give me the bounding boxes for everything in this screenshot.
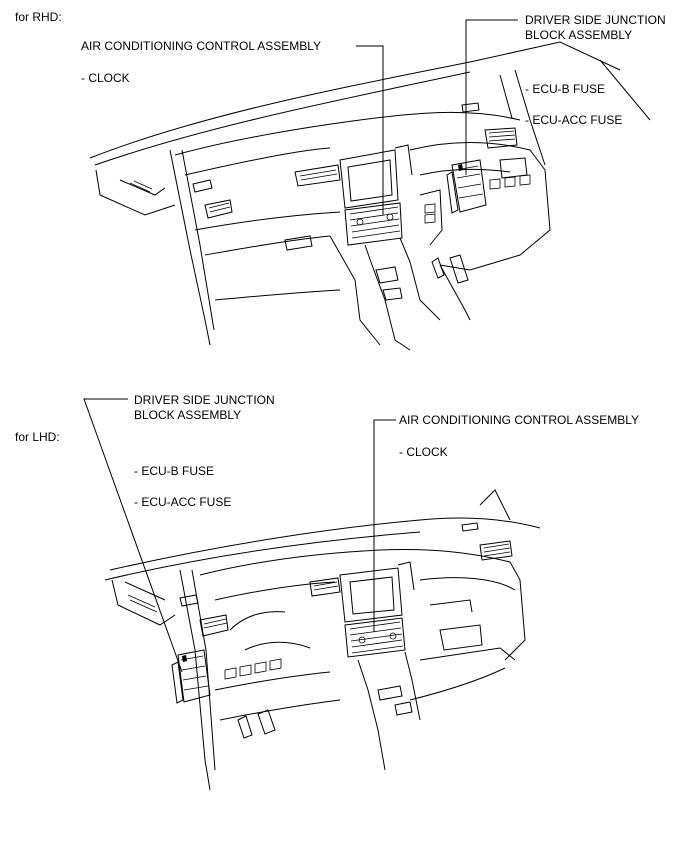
lhd-ac-clock: - CLOCK xyxy=(399,445,448,459)
rhd-ac-clock: - CLOCK xyxy=(81,71,130,85)
lhd-ac-leader xyxy=(373,419,396,632)
lhd-dashboard-drawing xyxy=(104,489,541,791)
lhd-ac-title: AIR CONDITIONING CONTROL ASSEMBLY xyxy=(399,413,640,427)
lhd-heading: for LHD: xyxy=(15,430,60,444)
rhd-ac-leader xyxy=(356,45,384,215)
lhd-jb-title-1: DRIVER SIDE JUNCTION xyxy=(134,393,275,407)
rhd-jb-leader xyxy=(465,19,518,175)
lhd-ecu-acc-fuse: - ECU-ACC FUSE xyxy=(134,495,232,509)
lhd-jb-title-2: BLOCK ASSEMBLY xyxy=(134,408,242,422)
lhd-ecu-b-fuse: - ECU-B FUSE xyxy=(134,464,215,478)
rhd-ac-title: AIR CONDITIONING CONTROL ASSEMBLY xyxy=(81,39,322,53)
lhd-jb-leader xyxy=(83,398,183,673)
rhd-ecu-b-fuse: - ECU-B FUSE xyxy=(525,82,606,96)
rhd-jb-title-1: DRIVER SIDE JUNCTION xyxy=(525,13,666,27)
rhd-ecu-acc-fuse: - ECU-ACC FUSE xyxy=(525,113,623,127)
rhd-dashboard-drawing xyxy=(89,41,651,351)
rhd-jb-title-2: BLOCK ASSEMBLY xyxy=(525,28,633,42)
rhd-heading: for RHD: xyxy=(15,10,62,24)
